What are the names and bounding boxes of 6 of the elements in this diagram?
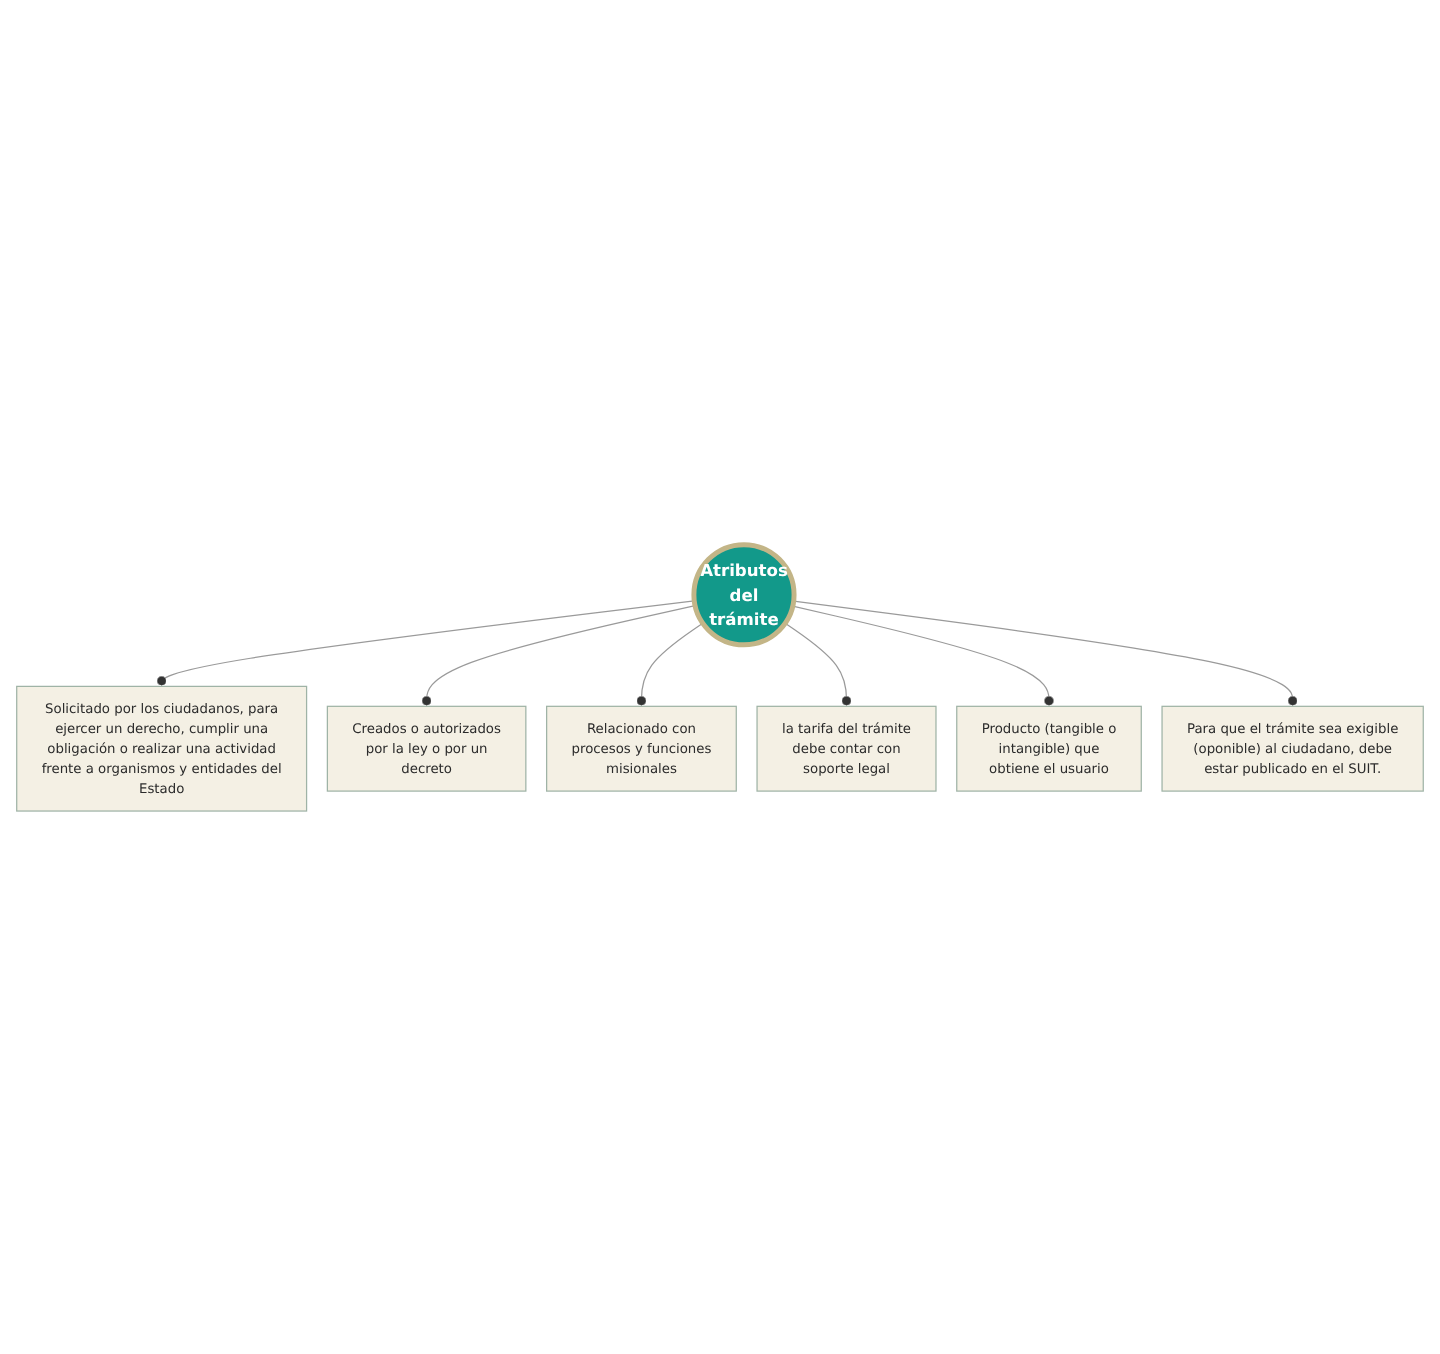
connector <box>156 599 695 687</box>
connector <box>792 604 1055 707</box>
connector <box>784 621 852 707</box>
connector <box>793 599 1298 707</box>
connector <box>636 621 704 707</box>
connector <box>421 604 696 707</box>
